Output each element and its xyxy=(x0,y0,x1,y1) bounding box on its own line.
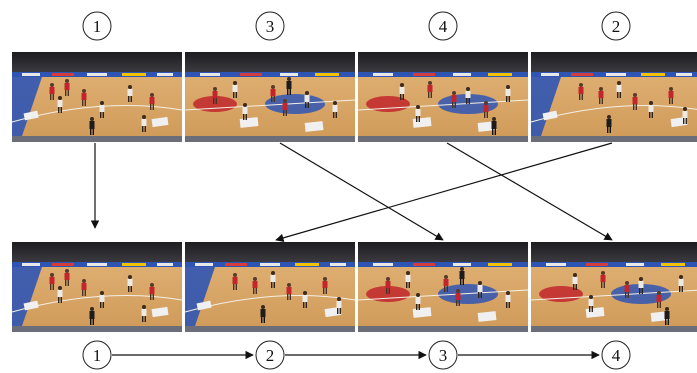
bottom-sequence-badge xyxy=(428,340,458,370)
mapping-arrows xyxy=(90,142,613,242)
bottom-frame-image-3 xyxy=(357,241,529,333)
top-frame-number-badge xyxy=(428,11,458,41)
bottom-sequence-label: 1 xyxy=(93,346,102,365)
top-frame-number-label: 1 xyxy=(93,17,102,36)
bottom-sequence-badge xyxy=(82,340,112,370)
mapping-arrow-3-to-slot-3 xyxy=(279,142,444,241)
bottom-sequence-label: 4 xyxy=(612,346,621,365)
bottom-row: 1 2 3 4 xyxy=(11,241,697,370)
top-frame-1: 1 xyxy=(11,11,183,143)
top-frame-image-4 xyxy=(357,51,529,143)
bottom-sequence-badge xyxy=(255,340,285,370)
bottom-frame-image-4 xyxy=(530,241,697,333)
bottom-frame-image-2 xyxy=(184,241,356,333)
top-frame-number-label: 2 xyxy=(612,17,621,36)
mapping-arrow-4-to-slot-4 xyxy=(446,142,613,241)
top-row: 1 3 4 xyxy=(11,11,697,143)
bottom-sequence-label: 3 xyxy=(439,346,448,365)
top-frame-image-3 xyxy=(184,51,356,143)
top-frame-number-badge xyxy=(601,11,631,41)
top-frame-number-badge xyxy=(82,11,112,41)
mapping-arrow-2-to-slot-2 xyxy=(275,142,613,242)
bottom-sequence-label: 2 xyxy=(266,346,275,365)
top-frame-4: 4 xyxy=(357,11,529,143)
top-frame-number-badge xyxy=(255,11,285,41)
bottom-frame-image-1 xyxy=(11,241,183,333)
top-frame-3: 3 xyxy=(184,11,356,143)
top-frame-image-2 xyxy=(530,51,697,143)
top-frame-number-label: 4 xyxy=(439,17,448,36)
top-frame-2: 2 xyxy=(530,11,697,143)
bottom-sequence-badge xyxy=(601,340,631,370)
top-frame-image-1 xyxy=(11,51,183,143)
top-frame-number-label: 3 xyxy=(266,17,275,36)
